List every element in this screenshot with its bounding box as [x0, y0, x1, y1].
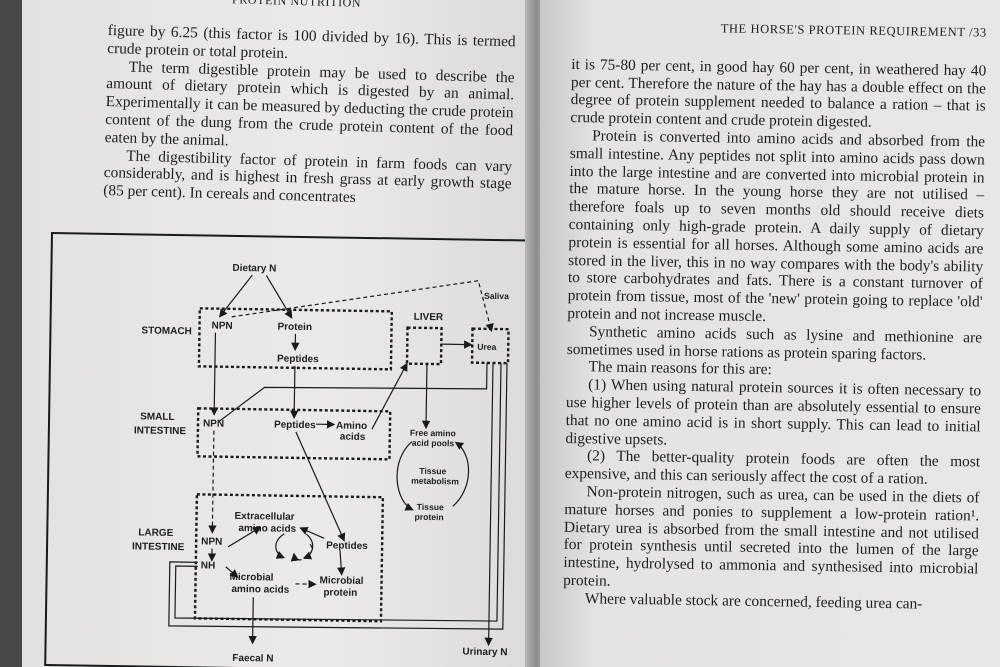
npn-large-label: NPN — [201, 536, 222, 547]
amino-acids-label: amino acids — [238, 523, 296, 535]
right-page: THE HORSE'S PROTEIN REQUIREMENT /33 it i… — [540, 0, 1000, 667]
metabolism-label: metabolism — [411, 476, 459, 487]
faecal-n-label: Faecal N — [232, 653, 273, 665]
acids-label: acids — [340, 432, 366, 443]
urea-label: Urea — [477, 342, 496, 352]
large-label: LARGE — [138, 527, 173, 539]
large-intestine-box — [193, 493, 385, 623]
dietary-n-label: Dietary N — [232, 263, 276, 275]
right-paragraph-1: it is 75-80 per cent, in good hay 60 per… — [570, 55, 987, 131]
microbial-protein-label-2: protein — [323, 587, 357, 599]
stomach-label: STOMACH — [141, 325, 192, 337]
protein-label: Protein — [277, 322, 312, 334]
right-running-head: THE HORSE'S PROTEIN REQUIREMENT /33 — [720, 21, 987, 40]
microbial-aa-label-1: Microbial — [230, 572, 274, 584]
peptides-small-label: Peptides — [274, 420, 316, 432]
saliva-label: Saliva — [484, 291, 509, 301]
peptides-stomach-label: Peptides — [277, 354, 319, 366]
microbial-aa-label-2: amino acids — [231, 584, 289, 596]
large-intestine-label: INTESTINE — [132, 541, 185, 553]
small-label: SMALL — [140, 411, 175, 423]
small-intestine-label: INTESTINE — [134, 425, 187, 437]
npn-small-label: NPN — [203, 418, 224, 429]
right-paragraph-2: Protein is converted into amino acids an… — [567, 127, 986, 326]
microbial-protein-label-1: Microbial — [319, 575, 363, 587]
peptides-large-label: Peptides — [326, 540, 368, 552]
nh3-label: NH — [201, 560, 216, 571]
liver-box — [405, 326, 443, 366]
right-body-text: THE HORSE'S PROTEIN REQUIREMENT /33 it i… — [563, 18, 987, 614]
right-paragraph-5: (1) When using natural protein sources i… — [565, 376, 982, 449]
left-running-head: PROTEIN NUTRITION — [231, 0, 362, 10]
left-page: PROTEIN NUTRITION figure by 6.25 (this f… — [22, 0, 530, 667]
protein-metabolism-figure: Dietary N Saliva LIVER STOMACH SMALL INT… — [44, 232, 530, 667]
npn-stomach-label: NPN — [211, 321, 232, 332]
tissue-protein-label-2: protein — [414, 512, 443, 522]
liver-label: LIVER — [414, 312, 444, 323]
free-amino-label: Free amino — [410, 428, 456, 439]
stomach-box — [197, 307, 394, 371]
left-paragraph-3: The digestibility factor of protein in f… — [103, 147, 513, 207]
right-paragraph-7: Non-protein nitrogen, such as urea, can … — [563, 483, 980, 590]
tissue-label: Tissue — [419, 466, 446, 476]
urinary-n-label: Urinary N — [462, 647, 507, 659]
left-body-text: figure by 6.25 (this factor is 100 divid… — [103, 22, 516, 211]
extracellular-label: Extracellular — [234, 511, 294, 523]
acid-pools-label: acid pools — [412, 438, 455, 449]
left-paragraph-2: The term digestible protein may be used … — [104, 58, 515, 150]
figure-diagram: Dietary N Saliva LIVER STOMACH SMALL INT… — [132, 263, 510, 665]
amino-label: Amino — [336, 421, 367, 432]
tissue-protein-label-1: Tissue — [417, 502, 444, 512]
